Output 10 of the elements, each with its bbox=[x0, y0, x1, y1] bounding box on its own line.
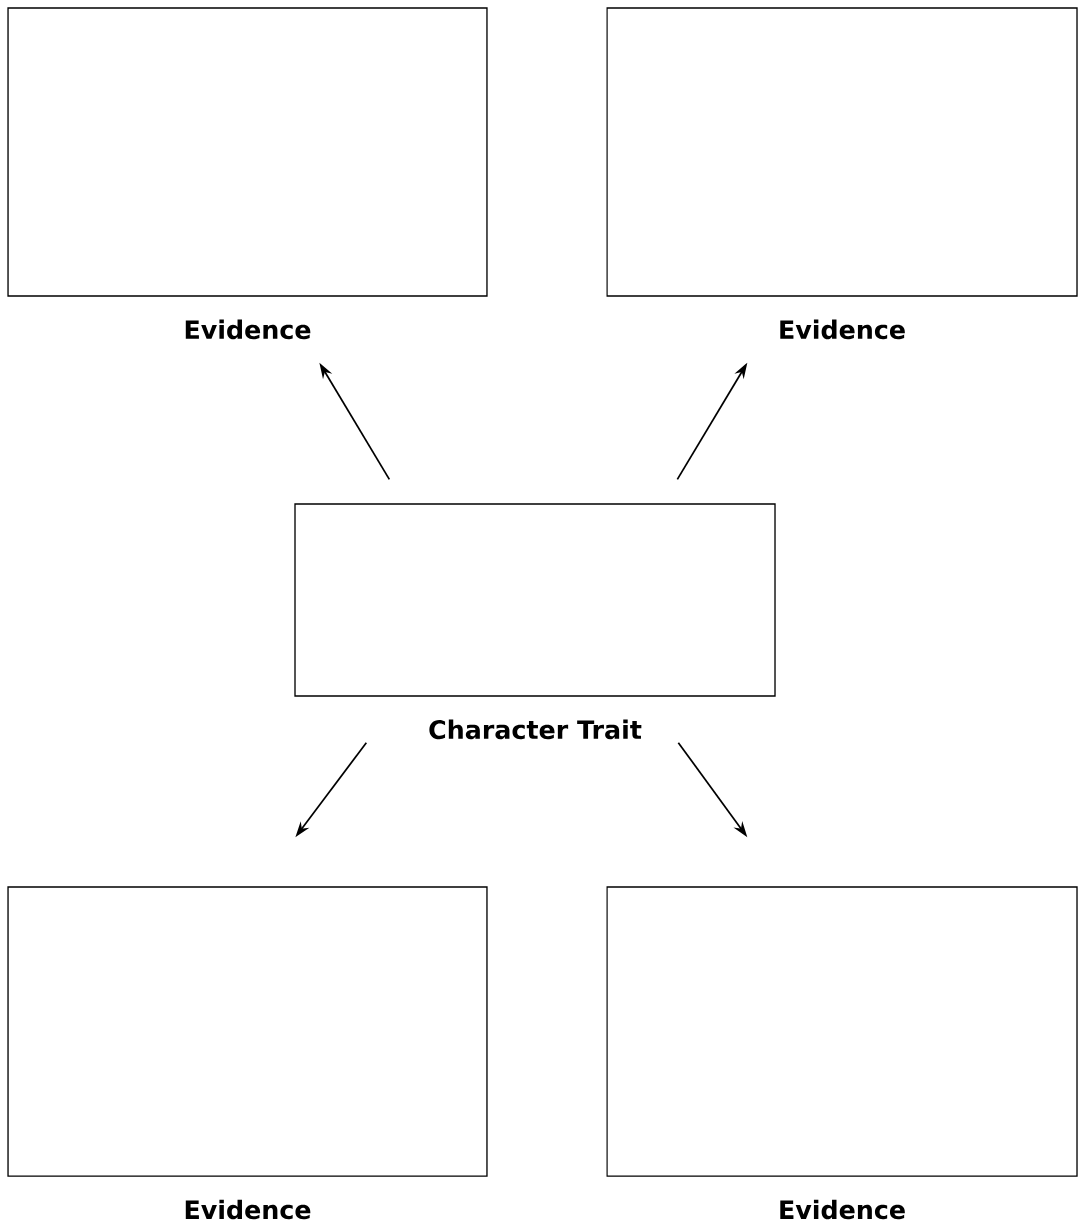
node-label: Character Trait bbox=[429, 719, 642, 740]
answer-box: Evidence bbox=[7, 7, 488, 340]
node-label: Evidence bbox=[185, 319, 311, 340]
answer-box: Evidence bbox=[606, 886, 1078, 1220]
node-label: Evidence bbox=[185, 1199, 311, 1220]
answer-box: Character Trait bbox=[294, 503, 776, 740]
answer-box: Evidence bbox=[7, 886, 488, 1220]
node-label: Evidence bbox=[780, 319, 905, 340]
node-label: Evidence bbox=[780, 1199, 905, 1220]
answer-box: Evidence bbox=[606, 7, 1078, 340]
